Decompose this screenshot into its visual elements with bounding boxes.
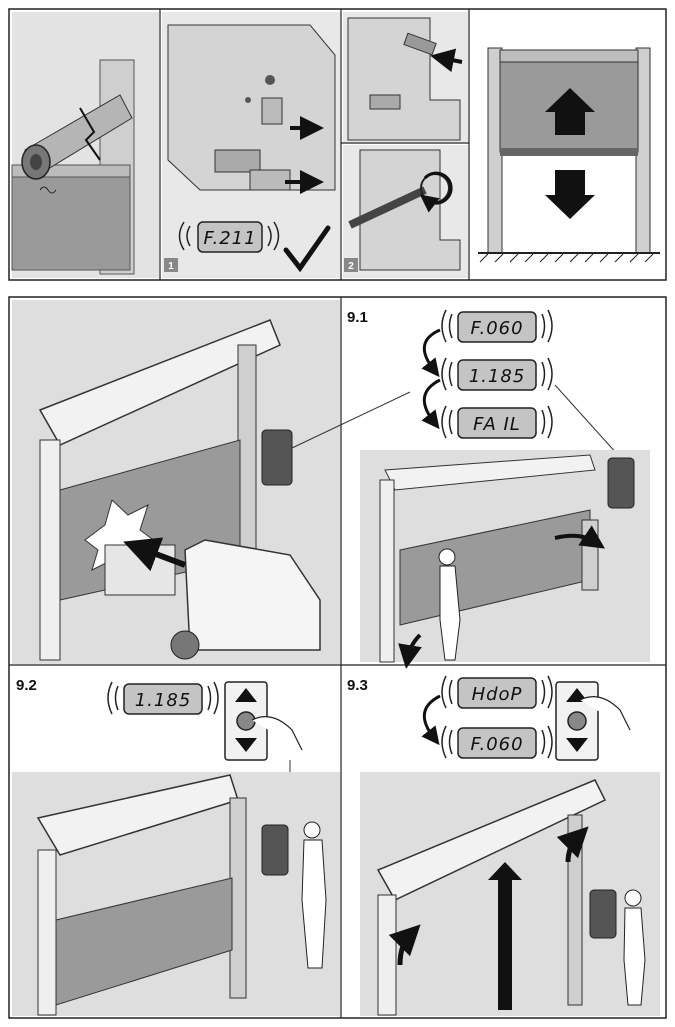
display-1185-a: 1.185 <box>441 357 553 391</box>
display-text: F.060 <box>470 734 523 755</box>
cycle-arrow-icon <box>421 694 441 746</box>
down-arrow-icon <box>566 738 588 752</box>
display-text: 1.185 <box>469 366 526 387</box>
display-f060-b: F.060 <box>441 725 553 759</box>
bolt-removal <box>343 12 468 142</box>
display-fail: FA IL <box>441 405 553 439</box>
down-arrow-icon <box>235 738 257 752</box>
manual-door-reset-scene <box>360 450 650 669</box>
display-text: HdoP <box>472 684 523 705</box>
display-text: 1.185 <box>135 690 192 711</box>
sub-9-2-label: 9.2 <box>16 677 37 694</box>
stop-button-icon <box>567 711 587 731</box>
display-text: F.211 <box>203 228 256 249</box>
sub-9-1-label: 9.1 <box>347 309 368 326</box>
cycle-arrow-icon <box>421 328 441 378</box>
door-opening-scene <box>360 772 660 1016</box>
stop-button-icon <box>236 711 256 731</box>
display-text: F.060 <box>470 318 523 339</box>
display-f211: F.211 <box>178 221 280 253</box>
keypad-9-3 <box>555 681 631 761</box>
motor-illustration <box>11 12 159 278</box>
display-hdop: HdoP <box>441 675 553 709</box>
forklift-collision-scene <box>12 300 340 664</box>
cycle-arrow-icon <box>421 378 441 430</box>
wrench-tightening: 2 <box>343 145 468 278</box>
display-text: FA IL <box>473 414 521 435</box>
keypad-9-2 <box>224 681 303 761</box>
checkmark-icon <box>283 225 331 273</box>
panel-1-label: 1 <box>168 261 174 272</box>
door-up-down <box>478 47 660 263</box>
door-closed-scene <box>12 772 340 1016</box>
display-1185-b: 1.185 <box>107 681 219 715</box>
sub-9-3-label: 9.3 <box>347 677 368 694</box>
up-arrow-icon <box>235 688 257 702</box>
display-f060-a: F.060 <box>441 309 553 343</box>
panel-2-label: 2 <box>348 261 354 272</box>
